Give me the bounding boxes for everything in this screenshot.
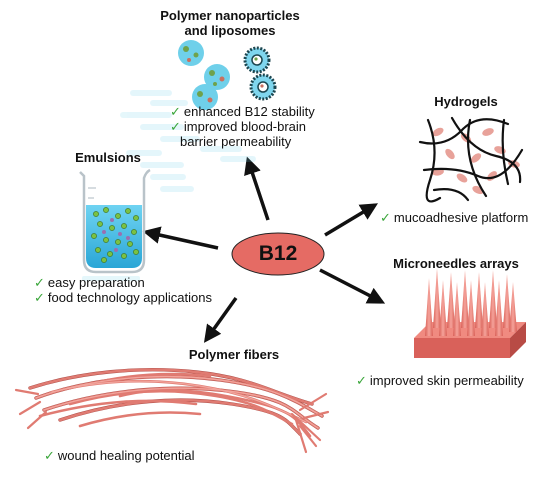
arrow-to-emulsions-icon — [142, 226, 219, 250]
check-mark-icon: ✓ — [34, 275, 45, 290]
emulsions-benefit-2: ✓food technology applications — [34, 290, 212, 305]
check-mark-icon: ✓ — [34, 290, 45, 305]
nanoparticles-title-line1: Polymer nanoparticles — [160, 8, 300, 23]
hydrogels-title: Hydrogels — [434, 94, 498, 109]
check-mark-icon: ✓ — [170, 104, 181, 119]
check-mark-icon: ✓ — [44, 448, 55, 463]
arrow-to-fibers-icon — [203, 296, 238, 343]
microneedles-benefit-1: ✓improved skin permeability — [356, 373, 524, 388]
emulsions-title: Emulsions — [75, 150, 141, 165]
check-mark-icon: ✓ — [170, 119, 181, 134]
fibers-benefit-1: ✓wound healing potential — [44, 448, 195, 463]
emulsion-beaker-icon — [79, 168, 151, 281]
microneedles-title: Microneedles arrays — [393, 256, 519, 271]
hydrogels-benefit-1: ✓mucoadhesive platform — [380, 210, 529, 225]
arrows — [142, 156, 386, 343]
nanoparticles-benefit-1: ✓enhanced B12 stability — [170, 104, 315, 119]
arrow-to-hydrogels-icon — [324, 203, 379, 237]
emulsions-benefit-1: ✓easy preparation — [34, 275, 145, 290]
microneedle-array-icon — [414, 268, 526, 358]
fibers-title: Polymer fibers — [188, 347, 280, 362]
nanoparticles-benefit-2: ✓improved blood-brain — [170, 119, 307, 134]
check-mark-icon: ✓ — [380, 210, 391, 225]
nanoparticles-title-line2: and liposomes — [184, 23, 276, 38]
b12-center-label: B12 — [258, 242, 298, 265]
hydrogel-network-icon — [418, 116, 524, 203]
check-mark-icon: ✓ — [356, 373, 367, 388]
arrow-to-microneedles-icon — [319, 268, 386, 304]
nanoparticles-benefit-2-cont: barrier permeability — [180, 134, 292, 149]
b12-ellipse — [231, 232, 325, 276]
nanoparticles-title: Polymer nanoparticles and liposomes — [140, 8, 320, 38]
nanoparticles-illustration-icon — [120, 40, 277, 192]
arrow-to-nanoparticles-icon — [244, 156, 270, 221]
polymer-fibers-icon — [14, 368, 330, 454]
